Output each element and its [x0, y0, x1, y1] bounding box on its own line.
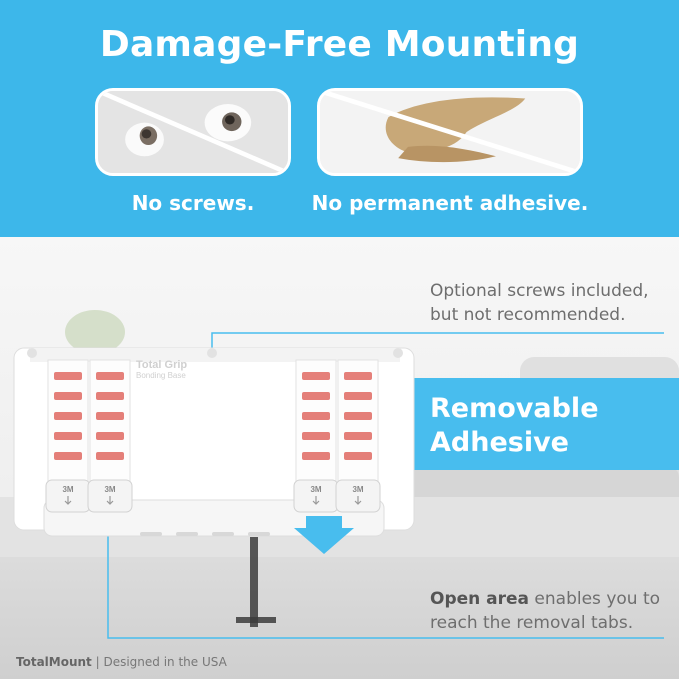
callout-line-1: Removable: [430, 393, 599, 424]
removable-adhesive-text: Removable Adhesive: [430, 392, 599, 460]
down-arrow-icon: [294, 516, 354, 554]
base-subtitle: Bonding Base: [136, 371, 186, 380]
no-adhesive-caption: No permanent adhesive.: [311, 191, 589, 215]
open-area-note: Open area enables you to reach the remov…: [430, 587, 670, 635]
brand-name: TotalMount: [16, 655, 92, 669]
open-area-bold: Open area: [430, 589, 530, 609]
screw-holes-photo: [95, 88, 291, 176]
footer-tagline: Designed in the USA: [103, 655, 227, 669]
footer: TotalMount | Designed in the USA: [16, 655, 227, 669]
no-screws-caption: No screws.: [131, 191, 255, 215]
tab-label: 3M: [104, 485, 115, 494]
removable-adhesive-banner: [388, 378, 679, 470]
base-title: Total Grip: [136, 359, 187, 371]
callout-line-2: Adhesive: [430, 427, 569, 458]
open-area-rest-1: enables you to: [529, 589, 661, 609]
tab-label: 3M: [310, 485, 321, 494]
tab-label: 3M: [352, 485, 363, 494]
screws-note-line-2: but not recommended.: [430, 305, 626, 325]
optional-screws-note: Optional screws included, but not recomm…: [430, 279, 670, 327]
adhesive-residue-photo: [317, 88, 583, 176]
headline: Damage-Free Mounting: [99, 24, 580, 65]
tab-label: 3M: [62, 485, 73, 494]
open-area-rest-2: reach the removal tabs.: [430, 613, 634, 633]
screws-note-line-1: Optional screws included,: [430, 281, 649, 301]
footer-separator: |: [91, 655, 104, 669]
